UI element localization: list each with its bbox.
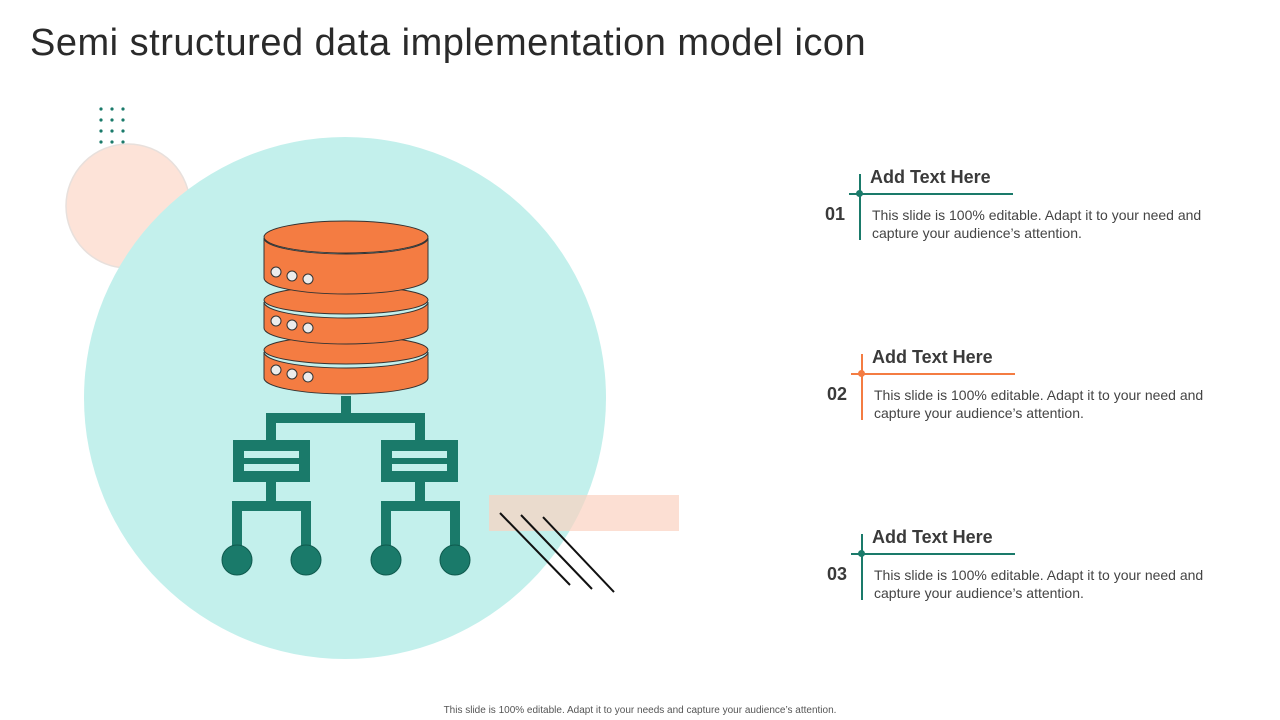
- item-body: This slide is 100% editable. Adapt it to…: [874, 387, 1204, 421]
- peach-rectangle-decoration: [489, 495, 679, 531]
- accent-dot: [858, 370, 865, 377]
- text-item-2: 02 Add Text Here This slide is 100% edit…: [827, 347, 1227, 444]
- text-item-1: 01 Add Text Here This slide is 100% edit…: [825, 167, 1225, 264]
- item-body: This slide is 100% editable. Adapt it to…: [874, 567, 1204, 601]
- item-heading: Add Text Here: [872, 527, 993, 547]
- item-number: 02: [827, 384, 848, 404]
- accent-horizontal-line: [849, 193, 1013, 195]
- item-heading: Add Text Here: [870, 167, 991, 187]
- accent-dot: [856, 190, 863, 197]
- footer-note: This slide is 100% editable. Adapt it to…: [443, 705, 837, 716]
- text-item-3: 03 Add Text Here This slide is 100% edit…: [827, 527, 1227, 624]
- accent-horizontal-line: [851, 553, 1015, 555]
- accent-vertical-line: [859, 174, 861, 240]
- item-body: This slide is 100% editable. Adapt it to…: [872, 207, 1202, 241]
- accent-horizontal-line: [851, 373, 1015, 375]
- accent-dot: [858, 550, 865, 557]
- item-heading: Add Text Here: [872, 347, 993, 367]
- hierarchy-network-icon: [232, 396, 460, 560]
- item-number: 03: [827, 564, 848, 584]
- accent-vertical-line: [861, 534, 863, 600]
- diagonal-lines-decoration: [499, 512, 615, 593]
- hierarchy-nodes: [221, 440, 471, 576]
- page-title: Semi structured data implementation mode…: [30, 22, 867, 64]
- illustration: [65, 107, 679, 659]
- database-icon: [263, 220, 429, 395]
- item-number: 01: [825, 204, 846, 224]
- accent-vertical-line: [861, 354, 863, 420]
